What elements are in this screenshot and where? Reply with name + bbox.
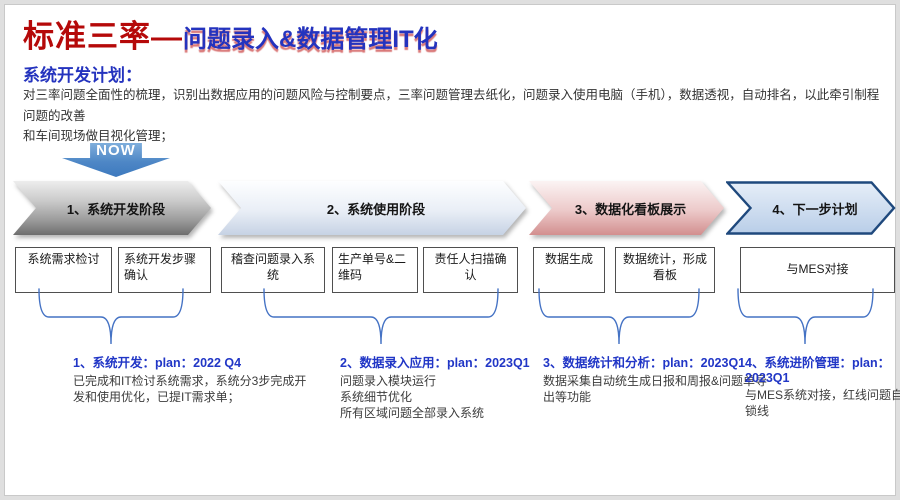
stage-label: 4、下一步计划 (772, 201, 858, 217)
plan-heading: 1、系统开发：plan：2022 Q4 (73, 356, 242, 370)
description-line: 对三率问题全面性的梳理，识别出数据应用的问题风险与控制要点，三率问题管理去纸化，… (23, 88, 880, 123)
stage-chevron-2: 2、系统使用阶段 (218, 181, 526, 235)
plan-text: 问题录入模块运行 (340, 374, 437, 388)
stage-chevron-3: 3、数据化看板展示 (529, 181, 724, 235)
chevron-shape: 3、数据化看板展示 (529, 181, 724, 235)
stage-label: 1、系统开发阶段 (66, 201, 166, 217)
task-box: 系统需求检讨 (15, 247, 112, 293)
chevron-shape: 1、系统开发阶段 (13, 181, 211, 235)
task-box: 稽查问题录入系统 (221, 247, 325, 293)
plan-block-4: 4、系统进阶管理：plan：2023Q1 与MES系统对接，红线问题自动锁线 (745, 352, 900, 419)
task-box: 与MES对接 (740, 247, 895, 293)
title-red-segment: 标准三率— (23, 19, 183, 54)
plan-heading: 4、系统进阶管理：plan：2023Q1 (745, 356, 891, 385)
plan-text: 已完成和IT检讨系统需求，系统分3步完成开发和使用优化，已提IT需求单； (73, 374, 307, 405)
plan-block-3: 3、数据统计和分析：plan：2023Q1 数据采集自动统生成日报和周报&问题单… (543, 352, 778, 405)
task-box: 数据统计，形成看板 (615, 247, 715, 293)
plan-heading: 3、数据统计和分析：plan：2023Q1 (543, 356, 746, 370)
now-label: NOW (96, 142, 136, 159)
section-subtitle: 系统开发计划： (23, 66, 142, 85)
brace-connector-1 (38, 288, 184, 345)
brace-connector-2 (263, 288, 499, 345)
slide-canvas: 标准三率—问题录入&数据管理IT化 系统开发计划： 对三率问题全面性的梳理，识别… (4, 4, 900, 496)
plan-heading: 2、数据录入应用：plan：2023Q1 (340, 356, 530, 370)
chevron-shape: 2、系统使用阶段 (218, 181, 526, 235)
task-box: 生产单号&二维码 (332, 247, 418, 293)
plan-block-1: 1、系统开发：plan：2022 Q4 已完成和IT检讨系统需求，系统分3步完成… (73, 352, 315, 405)
stage-label: 2、系统使用阶段 (326, 201, 426, 217)
description-line: 和车间现场做目视化管理； (23, 129, 174, 144)
title-blue-segment: 问题录入&数据管理IT化 (183, 26, 438, 53)
chevron-outline-shape (726, 181, 896, 235)
stage-chevron-4: 4、下一步计划 (726, 181, 896, 235)
brace-connector-3 (538, 288, 700, 345)
plan-block-2: 2、数据录入应用：plan：2023Q1 问题录入模块运行 系统细节优化 所有区… (340, 352, 585, 422)
now-arrow-icon: NOW (62, 143, 170, 177)
plan-text: 系统细节优化 (340, 390, 413, 405)
task-box: 责任人扫描确认 (423, 247, 518, 293)
page-title: 标准三率—问题录入&数据管理IT化 (23, 11, 438, 56)
stage-label: 3、数据化看板展示 (574, 201, 687, 217)
task-box: 系统开发步骤确认 (118, 247, 211, 293)
plan-text: 所有区域问题全部录入系统 (340, 406, 485, 421)
plan-text: 数据采集自动统生成日报和周报&问题单导出等功能 (543, 374, 768, 405)
brace-connector-4 (737, 288, 874, 345)
task-box: 数据生成 (533, 247, 605, 293)
stage-chevron-1: 1、系统开发阶段 (13, 181, 211, 235)
plan-text: 与MES系统对接，红线问题自动锁线 (745, 388, 900, 419)
description-paragraph: 对三率问题全面性的梳理，识别出数据应用的问题风险与控制要点，三率问题管理去纸化，… (23, 85, 889, 147)
